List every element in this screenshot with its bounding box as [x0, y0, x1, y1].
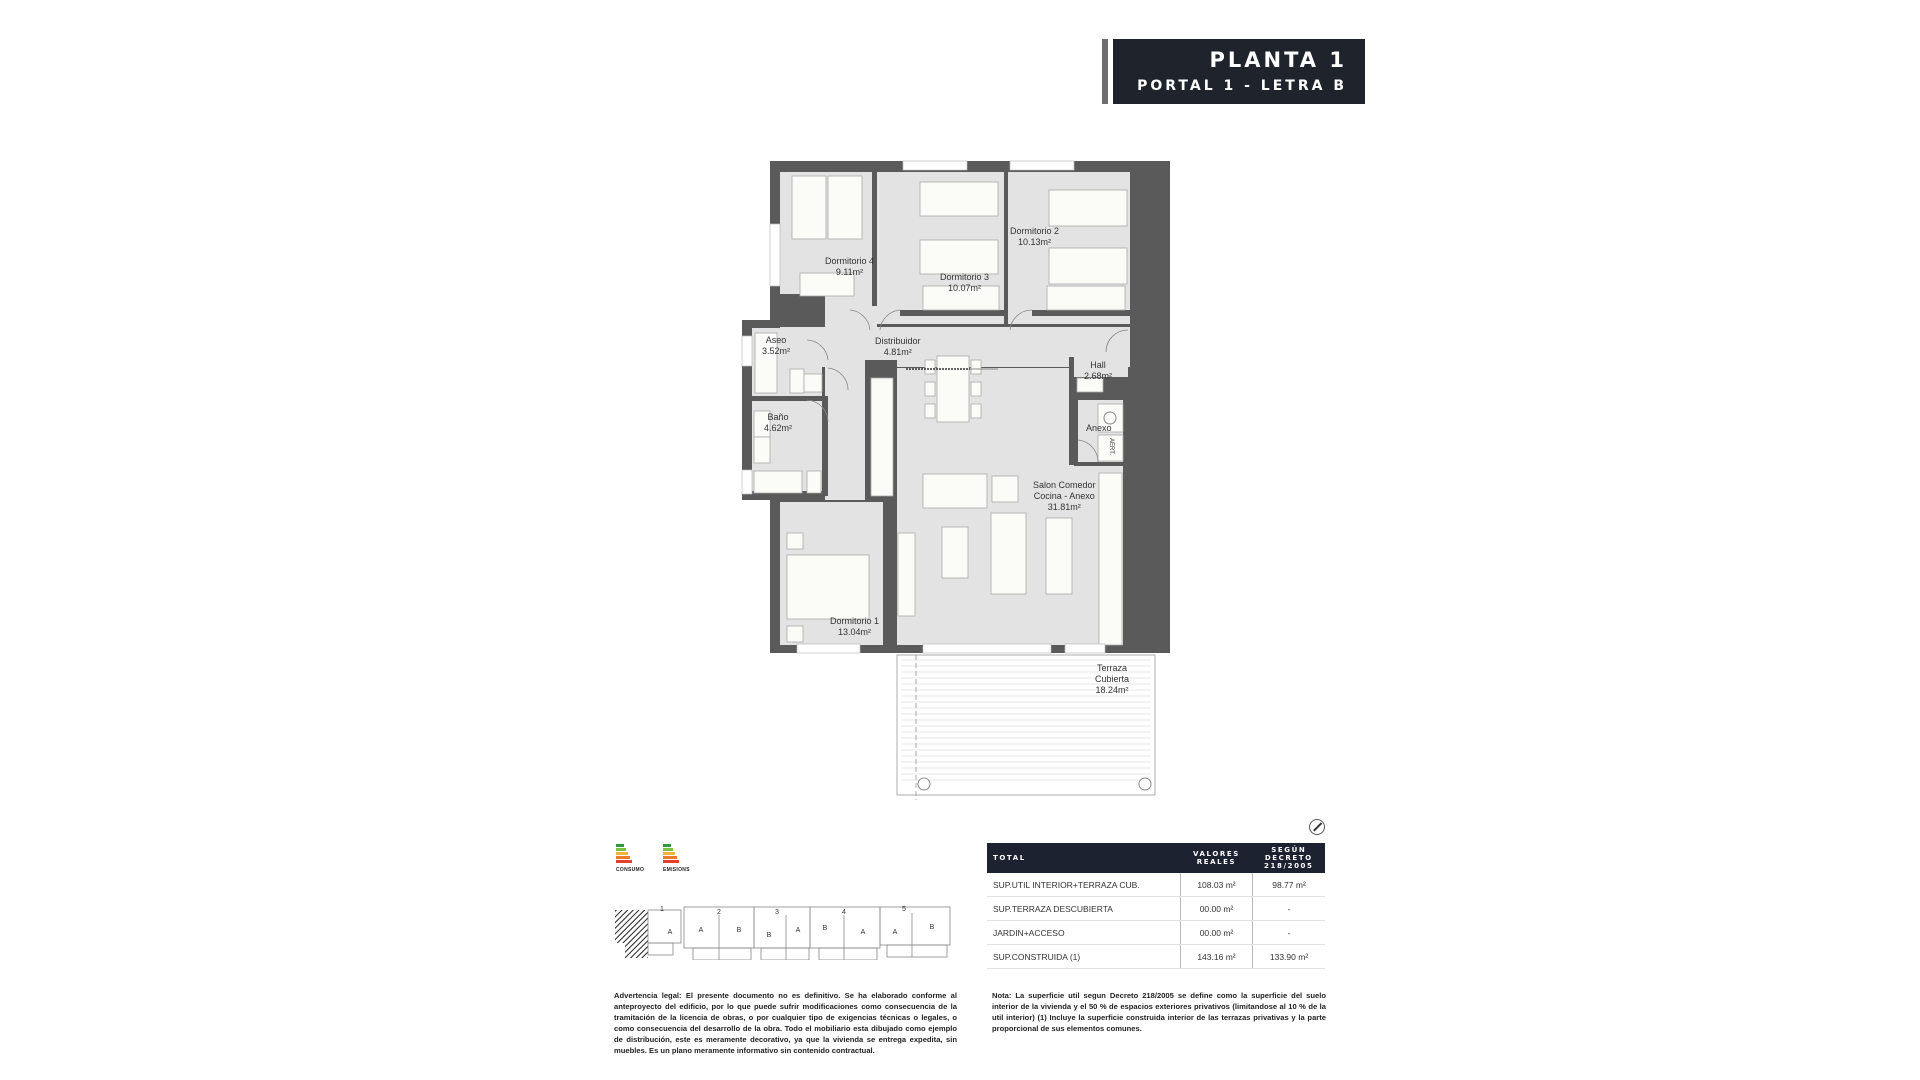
room-dormitorio-3: Dormitorio 3 10.07m² [940, 272, 990, 293]
svg-text:2: 2 [717, 909, 721, 916]
room-terraza: Terraza Cubierta 18.24m² [1095, 663, 1130, 695]
room-dormitorio-2: Dormitorio 2 10.13m² [1010, 226, 1060, 247]
plan-subtitle: PORTAL 1 - LETRA B [1137, 78, 1347, 94]
svg-text:4: 4 [842, 909, 846, 916]
room-bano: Baño 4.62m² [764, 412, 793, 433]
compass-needle [1313, 822, 1322, 832]
energy-scale-icon [616, 844, 634, 863]
surface-note-title: Nota: [992, 991, 1012, 1000]
key-plan-drawing: 1 A 2 A B 3 B A 4 B A 5 A B [615, 906, 951, 961]
floor-plan: Dormitorio 4 9.11m² Dormitorio 3 10.07m²… [740, 160, 1180, 800]
svg-text:B: B [767, 932, 772, 939]
svg-text:A: A [796, 927, 801, 934]
portal-1-number: 1 [660, 906, 664, 913]
header-total: TOTAL [987, 843, 1181, 873]
terrace [896, 654, 1156, 800]
room-hall: Hall 2.68m² [1084, 360, 1113, 381]
north-compass-icon [1309, 819, 1325, 835]
svg-text:A: A [861, 929, 866, 936]
room-distribuidor: Distribuidor 4.81m² [875, 336, 921, 357]
table-row: SUP.TERRAZA DESCUBIERTA 00.00 m² - [987, 896, 1325, 921]
surface-note-text: La superficie util segun Decreto 218/200… [992, 991, 1326, 1033]
svg-text:A: A [893, 929, 898, 936]
plan-title: PLANTA 1 [1209, 48, 1347, 72]
table-row: SUP.CONSTRUIDA (1) 143.16 m² 133.90 m² [987, 944, 1325, 969]
svg-text:3: 3 [775, 909, 779, 916]
svg-text:A: A [699, 927, 704, 934]
table-header-row: TOTAL VALORES REALES SEGÚN DECRETO 218/2… [987, 843, 1325, 873]
table-row: SUP.UTIL INTERIOR+TERRAZA CUB. 108.03 m²… [987, 873, 1325, 897]
svg-text:B: B [737, 927, 742, 934]
svg-text:5: 5 [902, 906, 906, 913]
svg-text:A: A [668, 929, 673, 936]
svg-text:B: B [930, 924, 935, 931]
key-plan: 1 A 2 A B 3 B A 4 B A 5 A B [615, 905, 955, 961]
room-salon-comedor: Salon Comedor Cocina - Anexo 31.81m² [1033, 480, 1096, 512]
table-row: JARDIN+ACCESO 00.00 m² - [987, 920, 1325, 945]
room-anexo: Anexo [1086, 423, 1112, 433]
room-aseo: Aseo 3.52m² [762, 335, 791, 356]
legal-warning-title: Advertencia legal: [614, 991, 682, 1000]
svg-text:B: B [823, 925, 828, 932]
header-valores-reales: VALORES REALES [1180, 843, 1253, 873]
surface-note: Nota: La superficie util segun Decreto 2… [992, 990, 1326, 1034]
room-dormitorio-4: Dormitorio 4 9.11m² [825, 256, 875, 277]
legal-warning: Advertencia legal: El presente documento… [614, 990, 957, 1056]
appliance-label: AERT. [1107, 438, 1114, 455]
title-accent-bar [1102, 39, 1108, 104]
surfaces-table: TOTAL VALORES REALES SEGÚN DECRETO 218/2… [987, 843, 1325, 969]
room-dormitorio-1: Dormitorio 1 13.04m² [830, 616, 880, 637]
energy-consumo: CONSUMO [616, 844, 644, 873]
floor-plan-drawing [741, 160, 1170, 800]
legal-warning-text: El presente documento no es definitivo. … [614, 991, 957, 1055]
title-block: PLANTA 1 PORTAL 1 - LETRA B [1113, 39, 1365, 104]
energy-scale-icon [663, 844, 681, 863]
header-segun-decreto: SEGÚN DECRETO 218/2005 [1252, 843, 1325, 873]
energy-emisiones: EMISIONS [663, 844, 690, 873]
